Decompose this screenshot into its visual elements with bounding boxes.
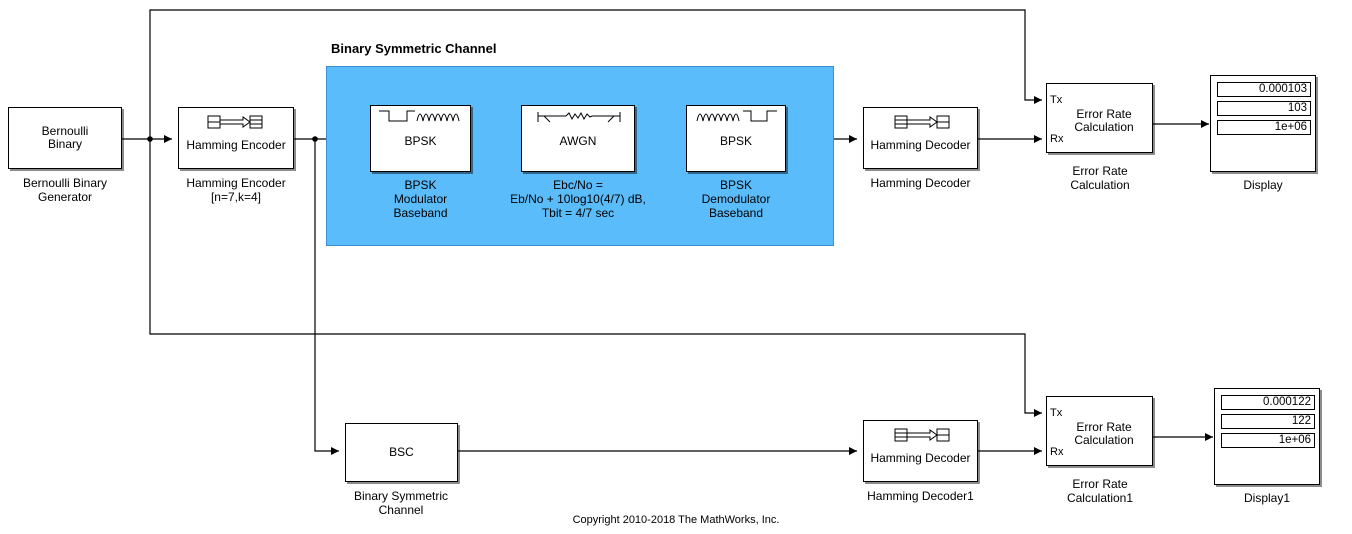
- bpsk-modulator-block[interactable]: BPSK: [370, 105, 471, 172]
- block-label: Hamming Decoder: [870, 138, 971, 152]
- block-label: Error Rate Calculation: [1074, 420, 1134, 447]
- display1-caption: Display1: [1243, 491, 1291, 505]
- error-rate-calculation1-caption: Error Rate Calculation1: [1066, 477, 1134, 505]
- rx-port-label: Rx: [1050, 133, 1064, 145]
- display-value-bits: 1e+06: [1217, 120, 1311, 135]
- display-block[interactable]: 0.000103 103 1e+06: [1210, 75, 1316, 172]
- bsc-block[interactable]: BSC: [345, 423, 458, 482]
- hamming-encoder-block[interactable]: Hamming Encoder: [178, 107, 294, 169]
- bpsk-demod-waveform-icon: [696, 110, 777, 122]
- bernoulli-binary-block[interactable]: Bernoulli Binary: [8, 107, 122, 169]
- tx-port-label: Tx: [1050, 94, 1063, 106]
- display1-value-ber: 0.000122: [1221, 395, 1315, 410]
- decoder-icon: [894, 428, 950, 442]
- hamming-decoder1-caption: Hamming Decoder1: [867, 489, 974, 503]
- hamming-decoder-caption: Hamming Decoder: [870, 176, 971, 190]
- display-caption: Display: [1243, 178, 1283, 192]
- display-value-errors: 103: [1217, 101, 1311, 116]
- bsc-caption: Binary Symmetric Channel: [353, 489, 448, 517]
- decoder-icon: [894, 115, 950, 129]
- hamming-decoder-block[interactable]: Hamming Decoder: [863, 107, 978, 169]
- branch-point: [312, 136, 318, 142]
- copyright-notice: Copyright 2010-2018 The MathWorks, Inc.: [572, 514, 780, 526]
- error-rate-calculation-caption: Error Rate Calculation: [1070, 164, 1130, 192]
- block-label: Hamming Decoder: [870, 451, 971, 465]
- display1-block[interactable]: 0.000122 122 1e+06: [1214, 388, 1320, 485]
- display1-value-errors: 122: [1221, 414, 1315, 429]
- branch-point: [147, 136, 153, 142]
- display1-value-bits: 1e+06: [1221, 433, 1315, 448]
- line-to-err1-tx: [149, 9, 1042, 139]
- encoder-icon: [207, 115, 263, 129]
- error-rate-calculation1-block[interactable]: Tx Rx Error Rate Calculation: [1046, 396, 1153, 466]
- bernoulli-binary-caption: Bernoulli Binary Generator: [22, 176, 108, 204]
- block-label: Error Rate Calculation: [1074, 107, 1134, 134]
- line-to-err2-tx: [149, 139, 1042, 417]
- display-value-ber: 0.000103: [1217, 82, 1311, 97]
- awgn-channel-block[interactable]: AWGN: [521, 105, 635, 172]
- block-label: Hamming Encoder: [186, 138, 286, 152]
- block-label: BSC: [389, 445, 414, 459]
- bpsk-waveform-icon: [379, 110, 460, 122]
- block-label: BPSK: [719, 134, 752, 148]
- tx-port-label: Tx: [1050, 407, 1063, 419]
- block-label: BPSK: [404, 134, 437, 148]
- subsystem-title: Binary Symmetric Channel: [331, 41, 497, 56]
- block-label: AWGN: [559, 134, 597, 148]
- hamming-encoder-caption: Hamming Encoder [n=7,k=4]: [186, 176, 286, 204]
- line-encoder-to-bsc: [314, 139, 339, 455]
- bpsk-demodulator-block[interactable]: BPSK: [686, 105, 786, 172]
- error-rate-calculation-block[interactable]: Tx Rx Error Rate Calculation: [1046, 83, 1153, 153]
- rx-port-label: Rx: [1050, 446, 1064, 458]
- awgn-noise-icon: [537, 111, 621, 123]
- awgn-caption: Ebc/No = Eb/No + 10log10(4/7) dB, Tbit =…: [510, 178, 646, 220]
- bpsk-demodulator-caption: BPSK Demodulator Baseband: [701, 178, 771, 220]
- bpsk-modulator-caption: BPSK Modulator Baseband: [393, 178, 448, 220]
- block-label: Bernoulli Binary: [41, 124, 89, 151]
- hamming-decoder1-block[interactable]: Hamming Decoder: [863, 420, 978, 482]
